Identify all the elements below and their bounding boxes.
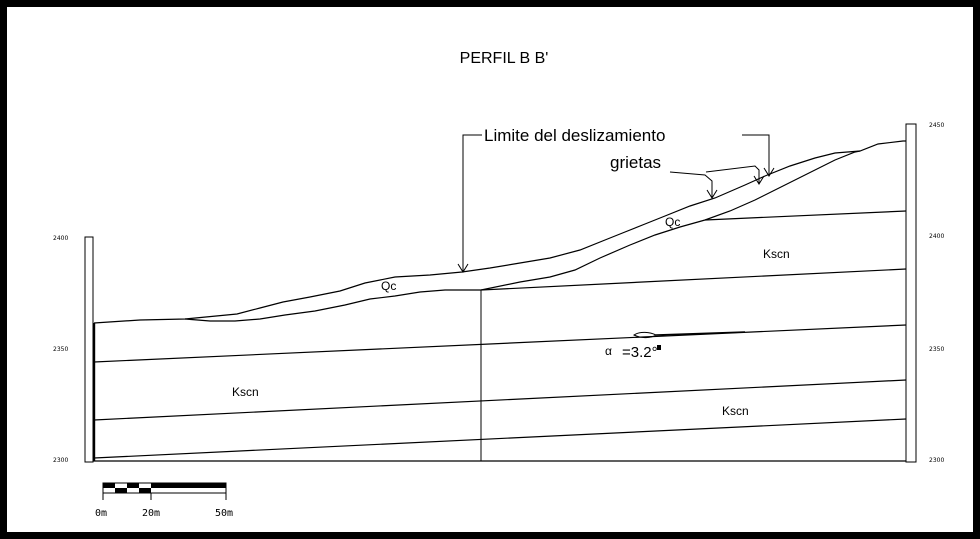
right-axis-tick-2400: 2400 — [929, 233, 944, 240]
slide-plane-line — [184, 150, 861, 322]
left-axis-tick-2400: 2400 — [53, 235, 68, 242]
qc-upper-label: Qc — [381, 279, 396, 293]
slide-limit-arrowhead — [457, 263, 469, 273]
cracks-leader-2 — [705, 165, 760, 183]
scale-label-20m: 20m — [142, 508, 160, 519]
diagram-title: PERFIL B B' — [460, 50, 549, 67]
scale-label-0m: 0m — [95, 508, 107, 519]
bedding-line-3 — [93, 418, 907, 459]
bedding-line-2 — [93, 379, 907, 421]
slide-limit-leader — [462, 134, 482, 272]
alpha-symbol: α — [605, 344, 612, 358]
drawing-frame: PERFIL B B' 2400 2350 2300 2450 2400 235… — [7, 7, 973, 532]
left-axis-tick-2350: 2350 — [53, 346, 68, 353]
cracks-label: grietas — [610, 153, 661, 172]
slide-limit-right-leader — [742, 134, 770, 176]
dip-degree-mark — [657, 345, 661, 350]
kscn-left-label: Kscn — [232, 385, 259, 399]
bedding-line-upper-2 — [704, 210, 907, 221]
right-axis-tick-2450: 2450 — [929, 122, 944, 129]
left-elevation-axis — [84, 236, 94, 463]
qc-lower-label: Qc — [665, 215, 680, 229]
bedding-line-upper-1 — [480, 268, 907, 291]
scale-label-50m: 50m — [215, 508, 233, 519]
angle-value: =3.2° — [622, 344, 658, 361]
cracks-arrowhead-2 — [753, 175, 765, 185]
slide-limit-right-arrowhead — [763, 167, 775, 177]
dip-line — [655, 331, 746, 336]
kscn-right-bottom-label: Kscn — [722, 404, 749, 418]
kscn-right-top-label: Kscn — [763, 247, 790, 261]
slide-limit-label: Limite del deslizamiento — [484, 126, 665, 145]
bedding-line-1 — [93, 324, 907, 363]
cracks-arrowhead-1 — [706, 189, 718, 199]
right-elevation-axis — [905, 123, 917, 463]
right-axis-tick-2300: 2300 — [929, 457, 944, 464]
right-axis-tick-2350: 2350 — [929, 346, 944, 353]
scale-bar — [102, 482, 227, 500]
left-axis-tick-2300: 2300 — [53, 457, 68, 464]
ground-surface-line — [93, 140, 906, 324]
cracks-leader-1 — [669, 171, 713, 197]
